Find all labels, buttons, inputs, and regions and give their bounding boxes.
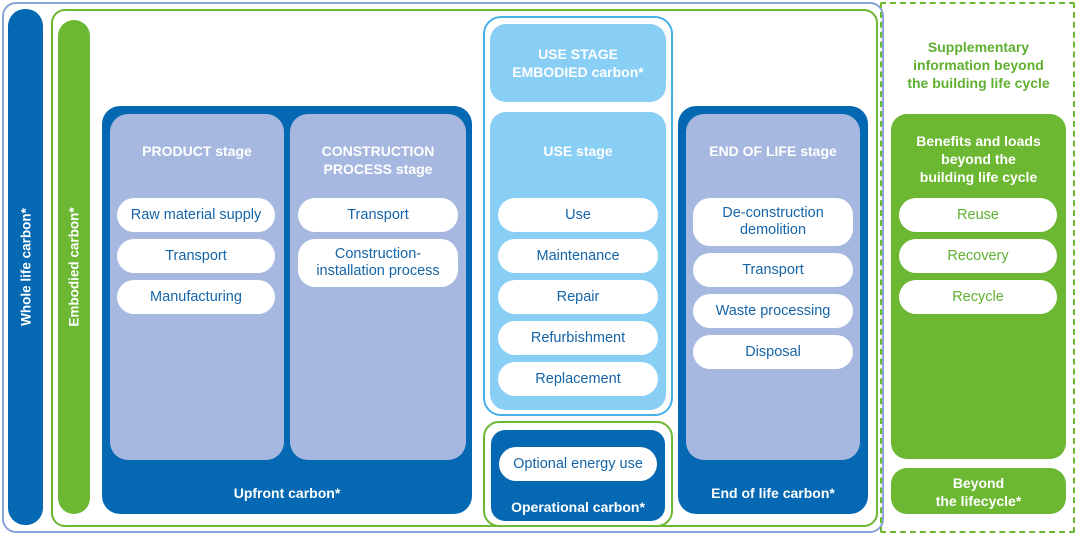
recovery-item: Recovery [899,239,1057,273]
refurbishment-item: Refurbishment [498,321,658,355]
construction-installation-item: Construction- installation process [298,239,458,287]
whole-life-carbon-bar [8,9,43,525]
disposal-item: Disposal [693,335,853,369]
use-stage-embodied-box [490,24,666,102]
use-item: Use [498,198,658,232]
recycle-item: Recycle [899,280,1057,314]
maintenance-item: Maintenance [498,239,658,273]
embodied-carbon-bar [58,20,90,514]
operational-carbon-frame [483,421,673,527]
deconstruction-item: De-construction demolition [693,198,853,246]
use-stage-title: USE stage [543,143,613,159]
construction-stage-title: CONSTRUCTION PROCESS stage [321,143,435,177]
end-of-life-carbon-label: End of life carbon* [711,485,835,501]
end-of-life-stage-panel [686,114,860,460]
replacement-item: Replacement [498,362,658,396]
manufacturing-item: Manufacturing [117,280,275,314]
whole-life-carbon-frame [2,2,884,533]
construction-transport-item: Transport [298,198,458,232]
beyond-lifecycle-label: Beyond the lifecycle* [935,475,1022,509]
embodied-carbon-label: Embodied carbon* [66,207,82,327]
supplementary-title: Supplementary information beyond the bui… [907,39,1050,91]
product-transport-item: Transport [117,239,275,273]
product-stage-title: PRODUCT stage [142,143,252,159]
raw-material-supply-item: Raw material supply [117,198,275,232]
reuse-item: Reuse [899,198,1057,232]
construction-stage-panel [290,114,466,460]
use-stage-frame [483,16,673,416]
beyond-lifecycle-box [891,468,1066,514]
operational-carbon-label: Operational carbon* [511,499,645,515]
waste-processing-item: Waste processing [693,294,853,328]
benefits-loads-title: Benefits and loads beyond the building l… [916,133,1041,185]
repair-item: Repair [498,280,658,314]
whole-life-carbon-label: Whole life carbon* [18,208,34,326]
embodied-carbon-frame [51,9,878,527]
upfront-carbon-label: Upfront carbon* [233,485,341,501]
optional-energy-use-item: Optional energy use [499,447,657,481]
use-stage-embodied-label: USE STAGE EMBODIED carbon* [512,46,644,80]
end-of-life-stage-title: END OF LIFE stage [709,143,837,159]
end-of-life-transport-item: Transport [693,253,853,287]
supplementary-frame [880,2,1075,533]
